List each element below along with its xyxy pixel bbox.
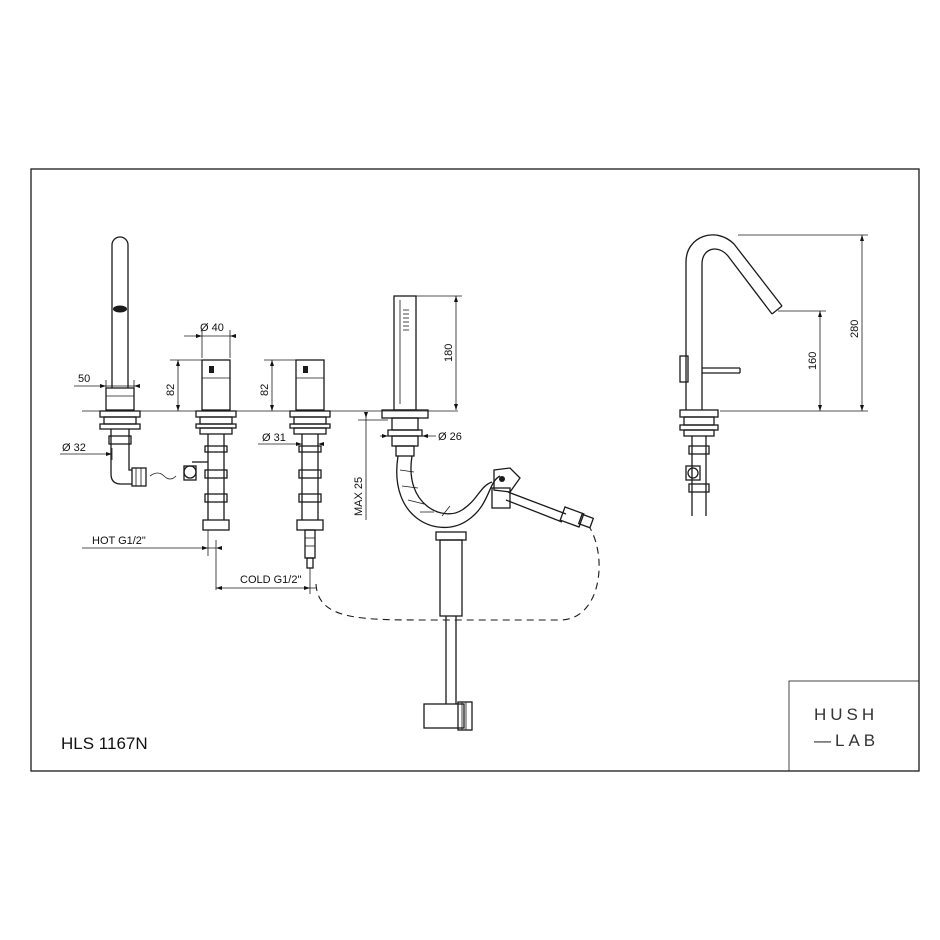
- model-code: HLS 1167N: [61, 734, 148, 753]
- nozzle-mark: [403, 309, 409, 331]
- handle-dia-label: Ø 40: [200, 322, 224, 334]
- spout-dimensions: 50 Ø 32: [60, 373, 140, 460]
- handshower-dimensions: 180 Ø 26 MAX 25: [353, 295, 462, 520]
- handle2-height-label: 82: [259, 384, 271, 396]
- handshower-height-label: 180: [443, 344, 455, 362]
- handshower-base-dia-label: Ø 26: [438, 431, 462, 443]
- hot-handle-assembly: [183, 359, 237, 531]
- brand-box: [788, 680, 920, 772]
- cold-handle-dimensions: 82 Ø 31 COLD G1/2": [216, 359, 324, 594]
- cold-connection-label: COLD G1/2": [240, 574, 301, 586]
- spout-base-dia-label: Ø 32: [62, 442, 86, 454]
- brand-name-line2: —LAB: [814, 731, 879, 750]
- brand-name-line1: HUSH: [814, 705, 878, 724]
- side-view-dimensions: 160 280: [720, 234, 868, 412]
- side-total-height-label: 280: [849, 320, 861, 338]
- handle2-base-dia-label: Ø 31: [262, 432, 286, 444]
- hot-connection-label: HOT G1/2": [92, 535, 146, 547]
- side-spout-height-label: 160: [807, 352, 819, 370]
- spout-assembly: [99, 236, 177, 487]
- max-thickness-label: MAX 25: [353, 477, 365, 516]
- spout-width-label: 50: [78, 373, 90, 385]
- handshower-assembly: [315, 295, 600, 731]
- drawing-frame: [30, 168, 920, 772]
- cold-handle-assembly: [289, 359, 331, 569]
- hot-handle-dimensions: Ø 40 82 HOT G1/2": [82, 322, 236, 590]
- handle1-height-label: 82: [165, 384, 177, 396]
- aerator-mark: [113, 305, 127, 313]
- side-view-spout: [679, 234, 783, 516]
